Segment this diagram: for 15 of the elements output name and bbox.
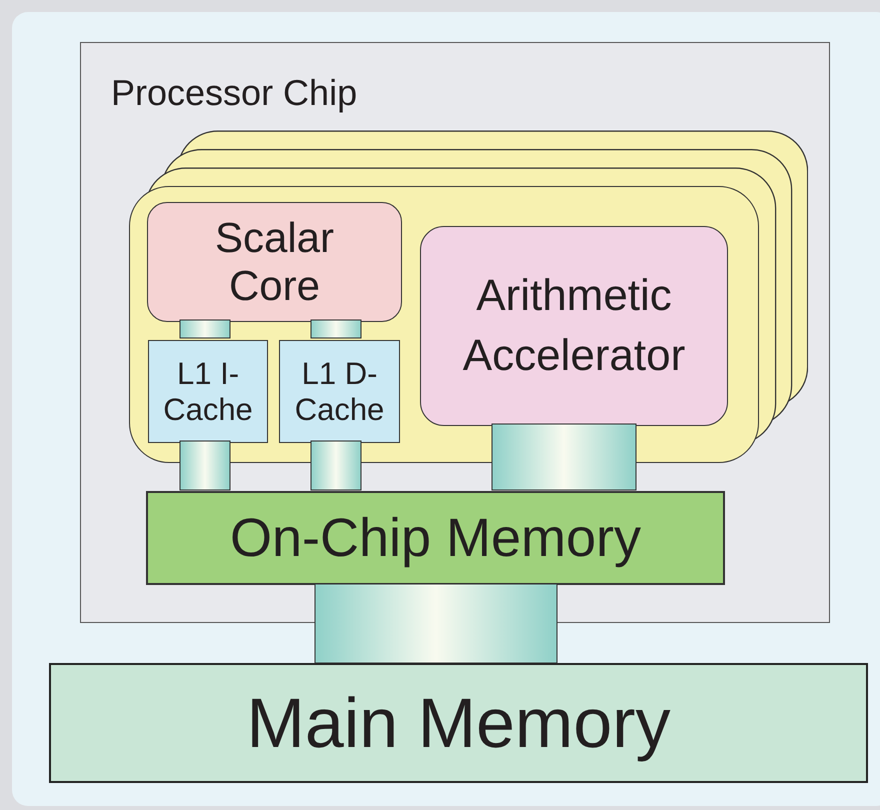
connector-pipe bbox=[314, 584, 558, 664]
memory-bar: On-Chip Memory bbox=[146, 491, 725, 585]
connector-pipe bbox=[492, 424, 636, 490]
chip-label: Processor Chip bbox=[111, 71, 358, 115]
memory-bar: Main Memory bbox=[49, 663, 868, 783]
connector-pipe bbox=[180, 320, 230, 338]
chip-panel bbox=[80, 42, 830, 623]
connector-pipe bbox=[310, 440, 362, 490]
core-box: Scalar Core bbox=[147, 202, 402, 322]
core-tile-stack bbox=[129, 186, 759, 463]
connector-pipe bbox=[310, 320, 362, 338]
cache-box: L1 D-Cache bbox=[279, 340, 400, 443]
cache-box: L1 I-Cache bbox=[148, 340, 268, 443]
connector-pipe bbox=[180, 440, 230, 490]
accelerator-box: Arithmetic Accelerator bbox=[420, 226, 728, 426]
